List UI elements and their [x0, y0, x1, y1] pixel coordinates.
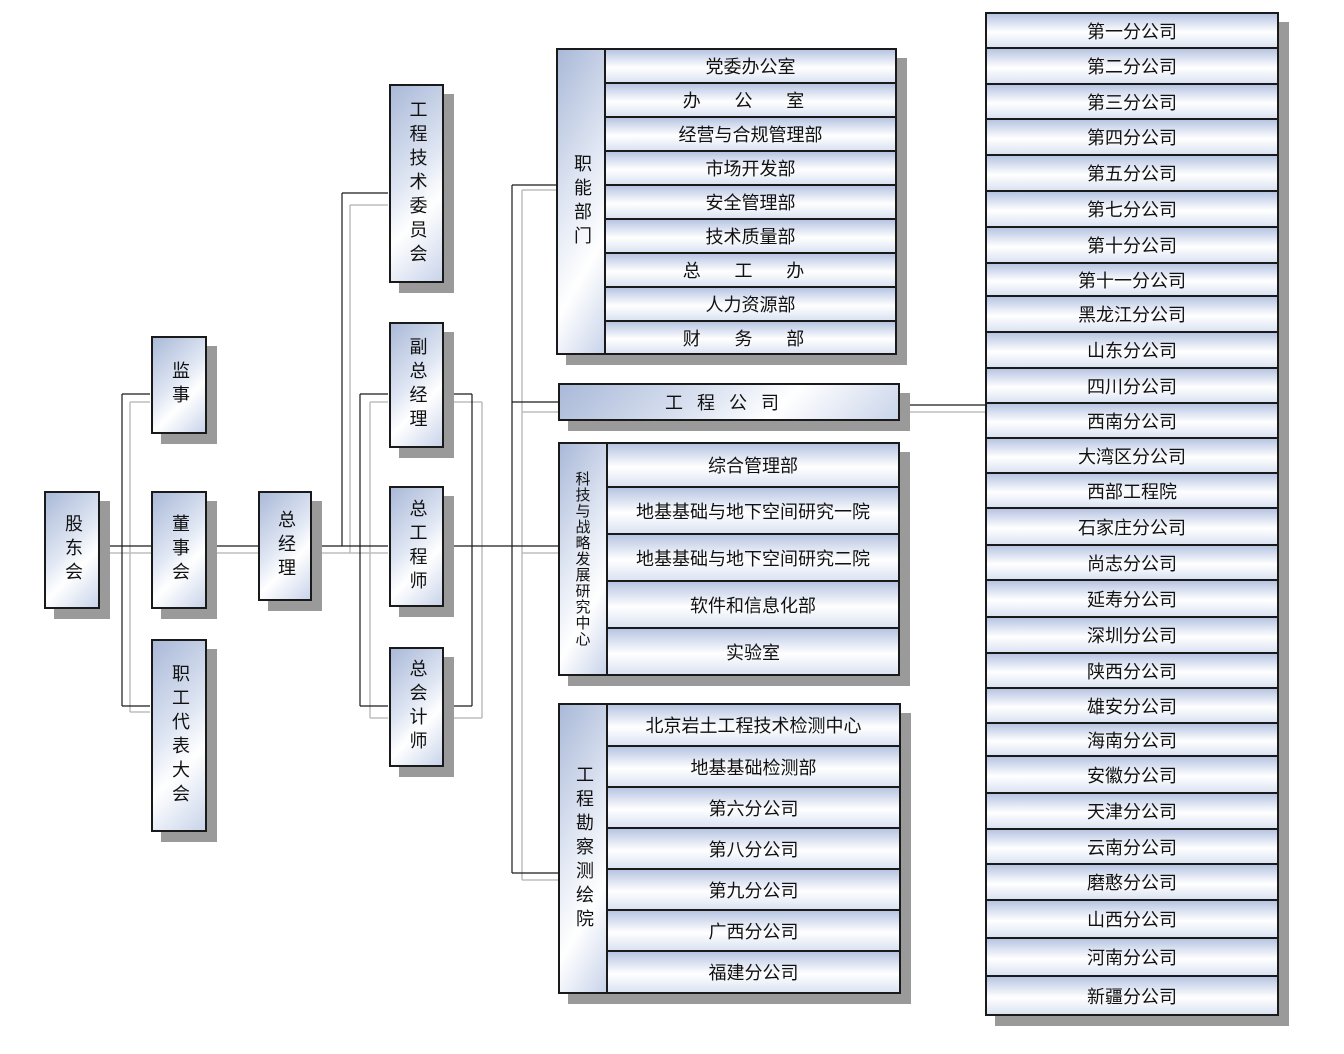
engineering-company-label: 工程公司	[665, 393, 793, 414]
branch-item: 延寿分公司	[987, 581, 1277, 618]
dept-safety: 安全管理部	[606, 186, 895, 220]
branch-item: 磨憨分公司	[987, 865, 1277, 901]
branch-item: 第二分公司	[987, 49, 1277, 85]
tech-committee-label: 工程技术委员会	[406, 99, 428, 268]
branch-item: 河南分公司	[987, 939, 1277, 977]
branch-companies-column: 第一分公司 第二分公司 第三分公司 第四分公司 第五分公司 第七分公司 第十分公…	[985, 12, 1279, 1016]
research-center-title: 科技与战略发展研究中心	[560, 444, 608, 674]
chief-engineer-label: 总工程师	[406, 498, 428, 595]
dept-compliance: 经营与合规管理部	[606, 118, 895, 152]
survey-branch-9: 第九分公司	[608, 870, 899, 911]
chief-engineer-box: 总工程师	[389, 486, 444, 607]
dept-chief-engineer-office: 总 工 办	[606, 254, 895, 288]
chief-accountant-box: 总会计师	[389, 647, 444, 767]
survey-foundation-testing: 地基基础检测部	[608, 747, 899, 788]
branch-item: 陕西分公司	[987, 654, 1277, 689]
branch-item: 天津分公司	[987, 794, 1277, 830]
branch-item: 安徽分公司	[987, 757, 1277, 794]
branch-item: 石家庄分公司	[987, 509, 1277, 546]
branch-item: 尚志分公司	[987, 546, 1277, 581]
general-manager-box: 总经理	[258, 491, 312, 601]
branch-item: 第十分公司	[987, 228, 1277, 264]
dept-tech-quality: 技术质量部	[606, 220, 895, 254]
branch-item: 新疆分公司	[987, 977, 1277, 1014]
survey-institute-title: 工程勘察测绘院	[560, 705, 608, 992]
branch-item: 第七分公司	[987, 192, 1277, 228]
supervisor-label: 监事	[169, 361, 190, 409]
workers-congress-label: 职工代表大会	[169, 663, 190, 808]
tech-committee-box: 工程技术委员会	[389, 84, 444, 283]
survey-testing-center: 北京岩土工程技术检测中心	[608, 705, 899, 747]
branch-item: 第一分公司	[987, 14, 1277, 49]
survey-branch-6: 第六分公司	[608, 788, 899, 829]
research-admin: 综合管理部	[608, 444, 898, 488]
branch-item: 深圳分公司	[987, 618, 1277, 654]
dept-hr: 人力资源部	[606, 288, 895, 322]
branch-item: 第十一分公司	[987, 264, 1277, 297]
survey-branch-8: 第八分公司	[608, 829, 899, 870]
branch-item: 海南分公司	[987, 724, 1277, 757]
deputy-gm-label: 副总经理	[406, 337, 428, 433]
workers-congress-box: 职工代表大会	[151, 639, 207, 832]
branch-item: 第四分公司	[987, 120, 1277, 156]
research-lab: 实验室	[608, 629, 898, 674]
branch-item: 第五分公司	[987, 156, 1277, 192]
shareholders-meeting-label: 股东会	[62, 514, 83, 586]
research-software: 软件和信息化部	[608, 582, 898, 629]
chief-accountant-label: 总会计师	[406, 659, 428, 755]
deputy-gm-box: 副总经理	[389, 322, 444, 448]
dept-marketing: 市场开发部	[606, 152, 895, 186]
branch-item: 黑龙江分公司	[987, 297, 1277, 333]
dept-party-office: 党委办公室	[606, 50, 895, 84]
branch-item: 西部工程院	[987, 474, 1277, 509]
shareholders-meeting-box: 股东会	[44, 491, 100, 609]
survey-branch-guangxi: 广西分公司	[608, 911, 899, 952]
research-center-group: 科技与战略发展研究中心 综合管理部 地基基础与地下空间研究一院 地基基础与地下空…	[558, 442, 900, 676]
dept-office: 办 公 室	[606, 84, 895, 118]
functional-departments-title: 职能部门	[558, 50, 606, 353]
research-institute-1: 地基基础与地下空间研究一院	[608, 488, 898, 535]
branch-item: 大湾区分公司	[987, 439, 1277, 474]
supervisor-box: 监事	[151, 336, 207, 434]
board-box: 董事会	[151, 491, 207, 609]
research-institute-2: 地基基础与地下空间研究二院	[608, 535, 898, 582]
survey-institute-group: 工程勘察测绘院 北京岩土工程技术检测中心 地基基础检测部 第六分公司 第八分公司…	[558, 703, 901, 994]
board-label: 董事会	[169, 514, 190, 586]
dept-finance: 财 务 部	[606, 322, 895, 353]
branch-item: 山西分公司	[987, 901, 1277, 939]
functional-departments-group: 职能部门 党委办公室 办 公 室 经营与合规管理部 市场开发部 安全管理部 技术…	[556, 48, 897, 355]
branch-item: 四川分公司	[987, 369, 1277, 404]
general-manager-label: 总经理	[275, 510, 296, 582]
engineering-company-box: 工程公司	[558, 383, 900, 421]
survey-branch-fujian: 福建分公司	[608, 952, 899, 992]
branch-item: 雄安分公司	[987, 689, 1277, 724]
branch-item: 第三分公司	[987, 85, 1277, 120]
branch-item: 山东分公司	[987, 333, 1277, 369]
branch-item: 云南分公司	[987, 830, 1277, 865]
branch-item: 西南分公司	[987, 404, 1277, 439]
